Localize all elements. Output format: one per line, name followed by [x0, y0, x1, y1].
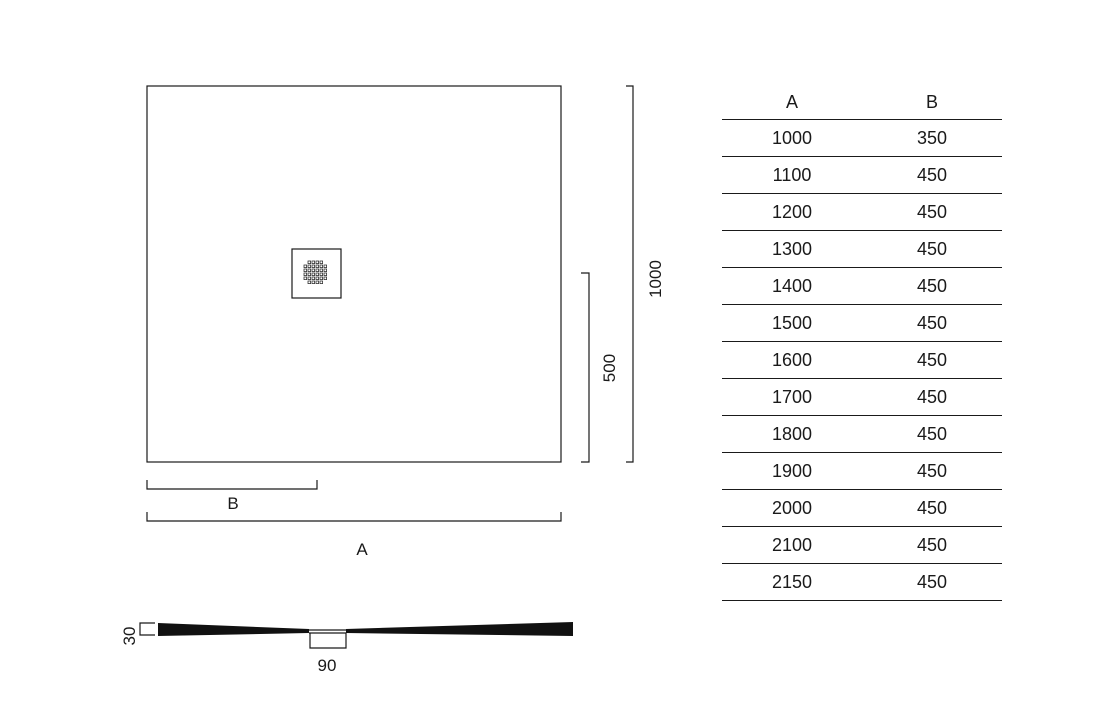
- b-dimension: B: [146, 480, 318, 513]
- cell-a: 2100: [722, 526, 862, 564]
- cell-a: 1600: [722, 341, 862, 379]
- a-label: A: [356, 540, 368, 559]
- cell-b: 450: [862, 526, 1002, 564]
- thickness-label: 30: [120, 627, 139, 646]
- b-label: B: [227, 494, 238, 513]
- cell-b: 450: [862, 230, 1002, 268]
- cell-a: 2150: [722, 563, 862, 601]
- cell-b: 450: [862, 193, 1002, 231]
- cell-a: 1500: [722, 304, 862, 342]
- cell-a: 1900: [722, 452, 862, 490]
- cell-b: 350: [862, 119, 1002, 157]
- cell-b: 450: [862, 452, 1002, 490]
- height-label: 1000: [646, 260, 665, 298]
- height-dimension: 1000: [626, 85, 665, 463]
- cell-b: 450: [862, 304, 1002, 342]
- table-header-row: A B: [722, 85, 1002, 120]
- cell-b: 450: [862, 489, 1002, 527]
- tray-outline: [146, 85, 562, 463]
- cell-b: 450: [862, 341, 1002, 379]
- cell-b: 450: [862, 563, 1002, 601]
- cell-a: 2000: [722, 489, 862, 527]
- drain-grate-icon: [291, 248, 342, 299]
- cell-b: 450: [862, 378, 1002, 416]
- cell-b: 450: [862, 415, 1002, 453]
- drain-label: 90: [318, 656, 337, 675]
- cell-a: 1800: [722, 415, 862, 453]
- drain-dimension: 90: [309, 633, 347, 675]
- cell-a: 1100: [722, 156, 862, 194]
- column-header-a: A: [722, 85, 862, 120]
- cell-a: 1300: [722, 230, 862, 268]
- tray-section: [158, 622, 573, 636]
- cell-a: 1000: [722, 119, 862, 157]
- cell-a: 1400: [722, 267, 862, 305]
- cell-a: 1200: [722, 193, 862, 231]
- thickness-dimension: 30: [120, 622, 155, 646]
- a-dimension: A: [146, 512, 562, 559]
- cell-b: 450: [862, 267, 1002, 305]
- half-height-dimension: 500: [581, 272, 619, 463]
- cell-a: 1700: [722, 378, 862, 416]
- column-header-b: B: [862, 85, 1002, 120]
- cell-b: 450: [862, 156, 1002, 194]
- half-height-label: 500: [600, 354, 619, 382]
